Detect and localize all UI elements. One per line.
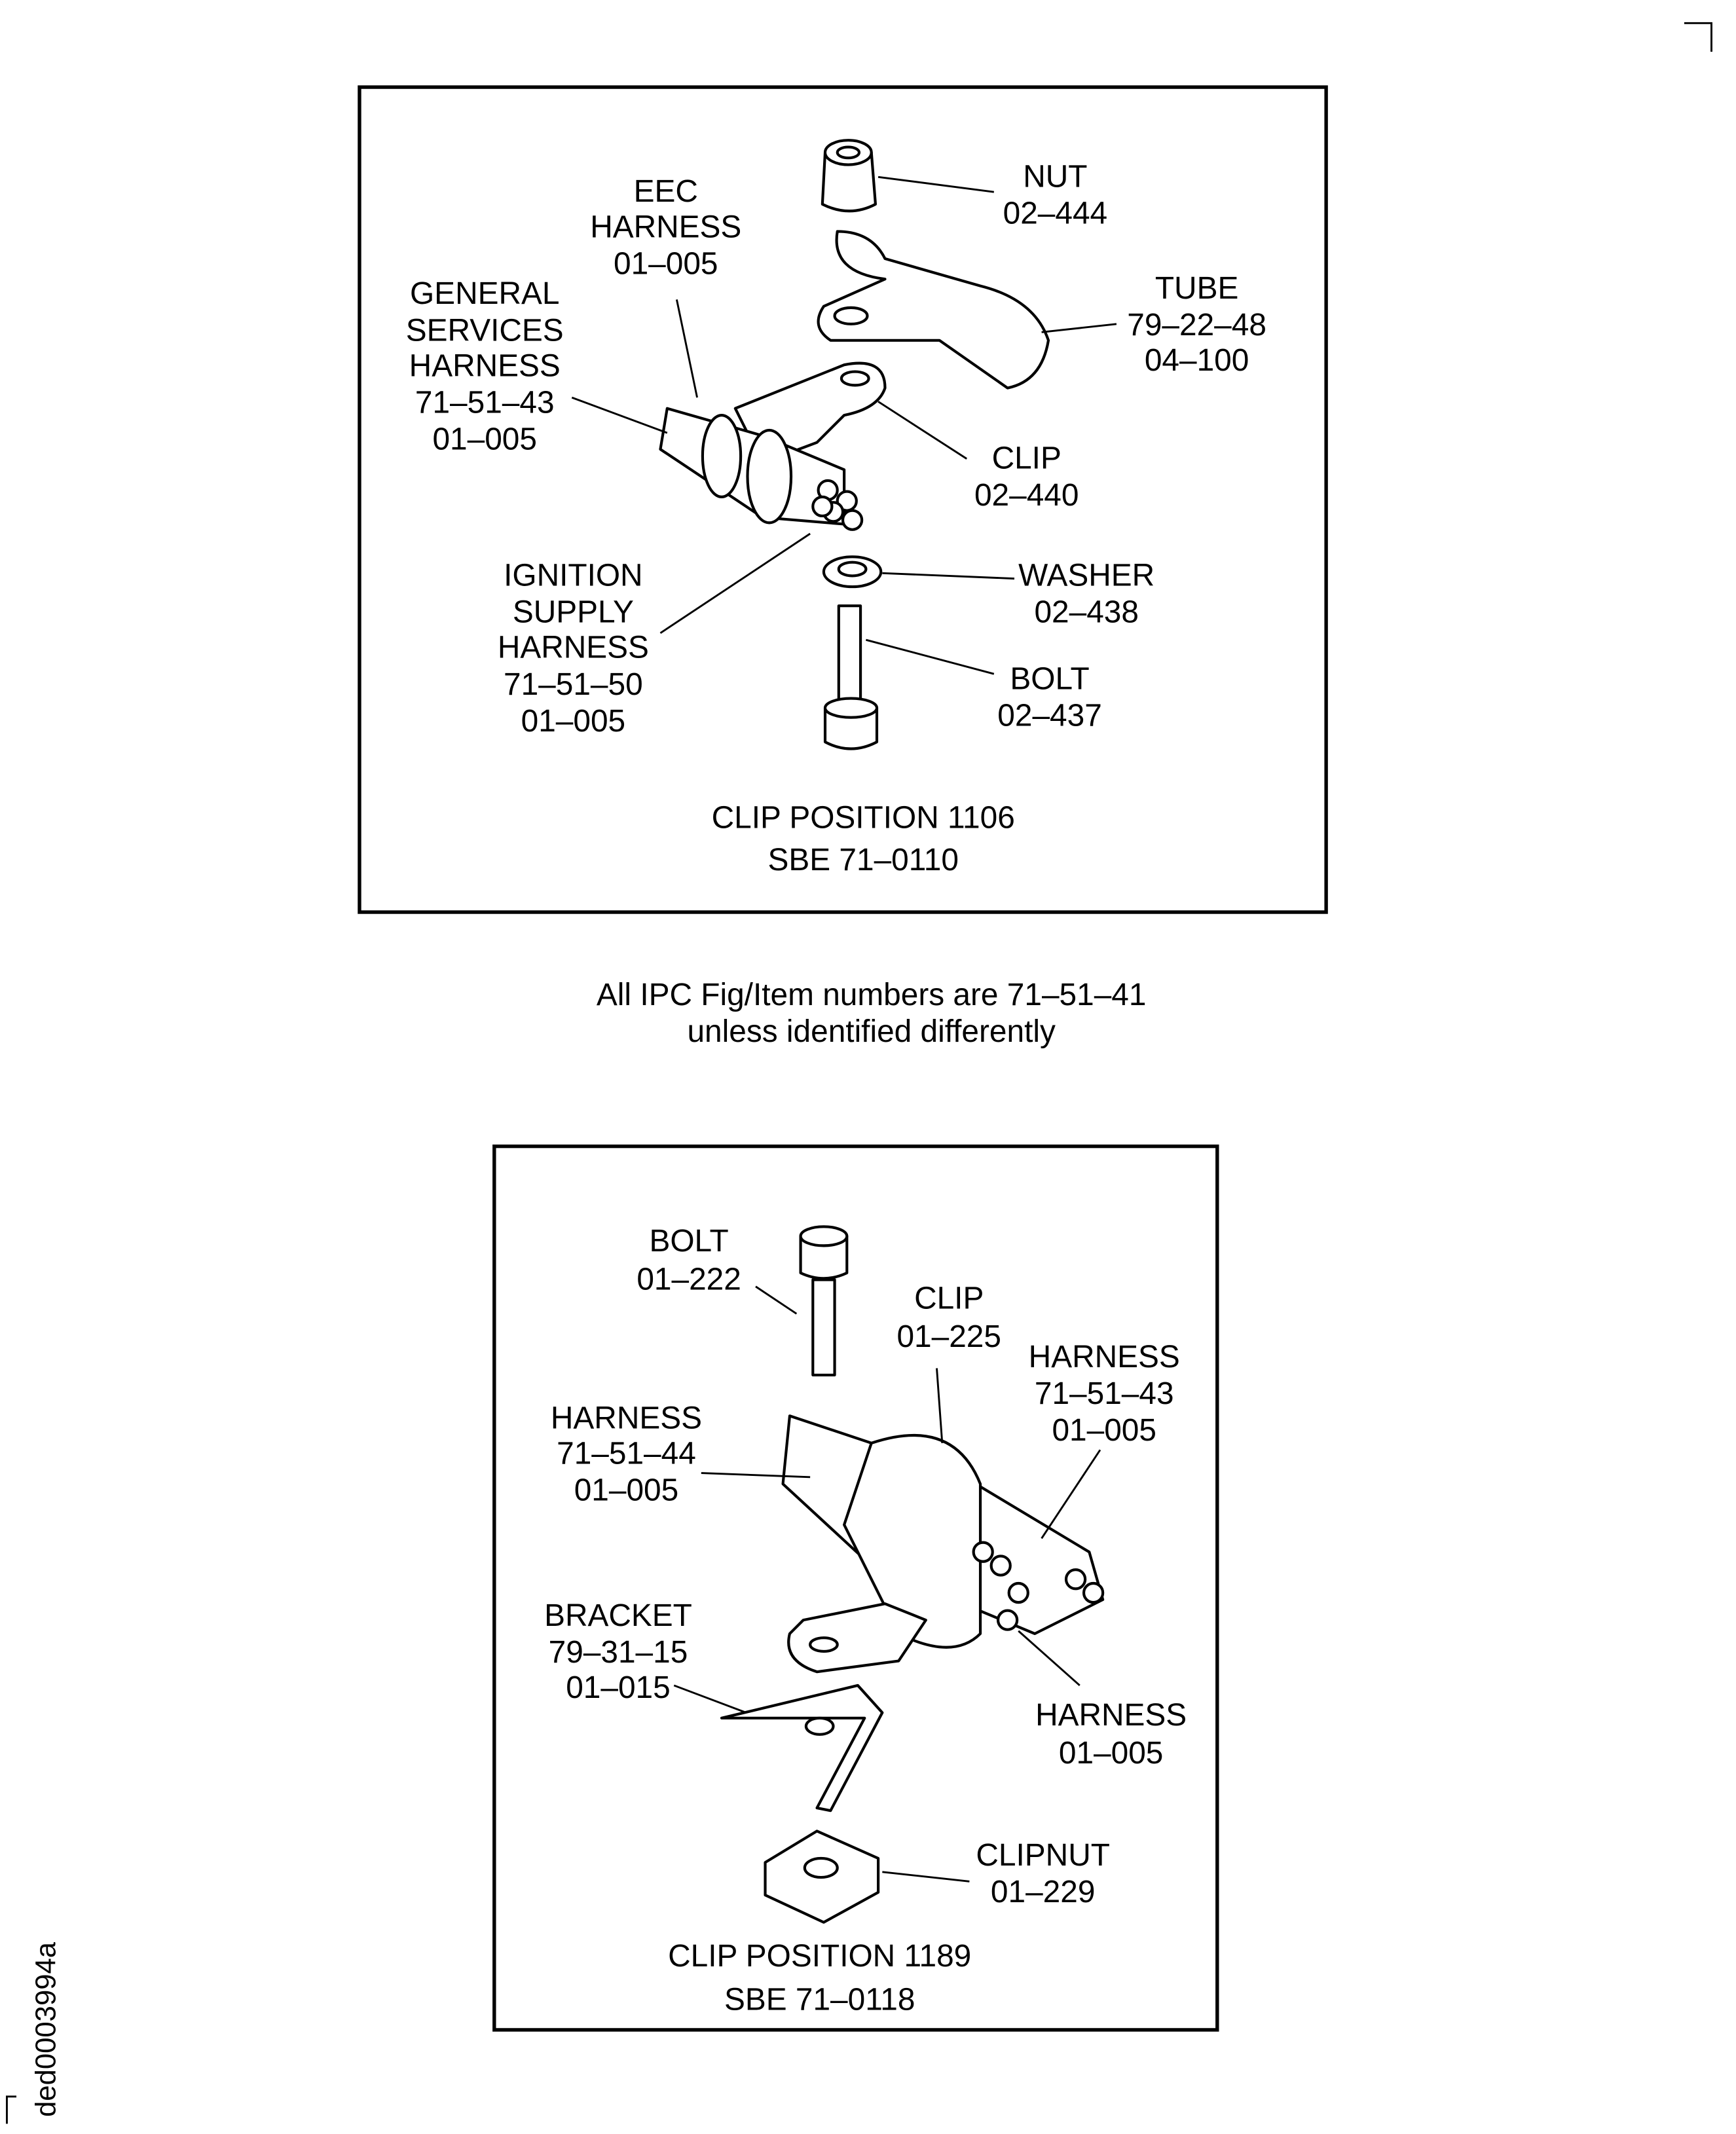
- harness-bundle: [659, 407, 864, 531]
- washer-part: [822, 555, 883, 589]
- tube-part: [817, 230, 1050, 390]
- top-panel-frame: [358, 85, 1328, 914]
- bracket-part: [720, 1683, 884, 1812]
- bottom-leader-lines: [673, 1285, 1101, 1883]
- bolt-part-bottom: [799, 1225, 849, 1376]
- bolt-part: [823, 604, 879, 750]
- harness-bundle-bottom: [781, 1414, 1105, 1674]
- crop-mark-top-right: [1684, 22, 1712, 52]
- nut-part: [821, 139, 877, 213]
- clipnut-part: [764, 1830, 880, 1924]
- bottom-panel-frame: [492, 1144, 1219, 2032]
- figure-id: ded0003994a: [29, 1941, 62, 2117]
- top-leader-lines: [571, 175, 1117, 675]
- crop-mark-bottom-left: [6, 2095, 17, 2124]
